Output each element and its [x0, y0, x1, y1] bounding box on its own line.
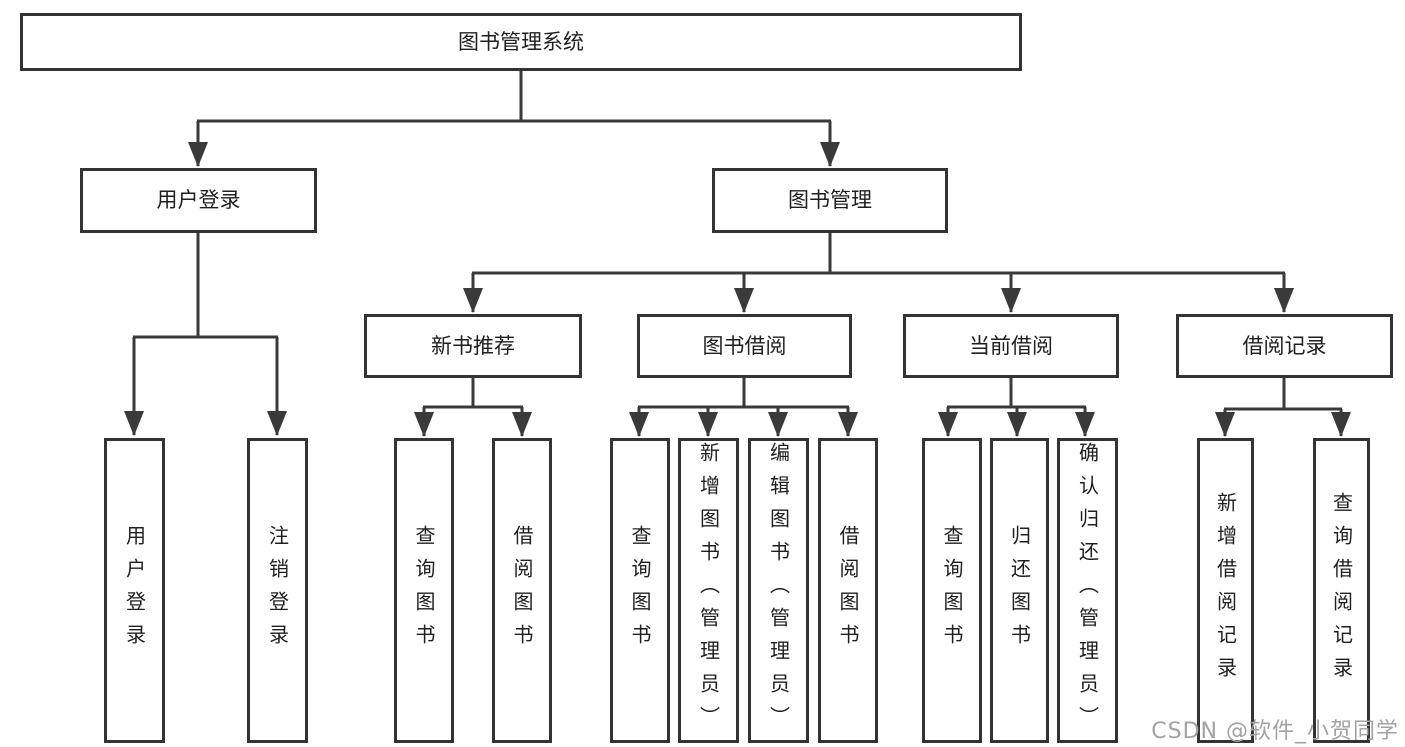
node-book-management-label: 图书管理	[788, 188, 872, 212]
leaf-recommend-query-books: 查询图书	[394, 438, 454, 743]
leaf-borrow-book: 借阅图书	[818, 438, 878, 743]
leaf-logout: 注销登录	[247, 438, 308, 743]
leaf-recommend-query-books-label: 查询图书	[412, 524, 436, 657]
leaf-logout-label: 注销登录	[265, 524, 290, 657]
node-book-management: 图书管理	[712, 168, 948, 233]
leaf-return-book: 归还图书	[990, 438, 1049, 743]
leaf-recommend-borrow-books-label: 借阅图书	[510, 524, 534, 657]
leaf-current-query-books-label: 查询图书	[940, 524, 964, 657]
leaf-user-login-label: 用户登录	[122, 524, 147, 657]
node-user-login-label: 用户登录	[156, 188, 241, 212]
leaf-confirm-return-admin-label: 确认归还（管理员）	[1075, 442, 1100, 739]
leaf-add-borrow-record: 新增借阅记录	[1197, 438, 1254, 743]
leaf-query-borrow-record-label: 查询借阅记录	[1329, 491, 1354, 690]
leaf-add-book-admin-label: 新增图书（管理员）	[696, 442, 721, 739]
leaf-user-login: 用户登录	[104, 438, 165, 743]
node-user-login: 用户登录	[80, 168, 317, 233]
leaf-edit-book-admin: 编辑图书（管理员）	[748, 438, 809, 743]
leaf-borrow-query-books: 查询图书	[610, 438, 670, 743]
leaf-edit-book-admin-label: 编辑图书（管理员）	[766, 442, 791, 739]
leaf-add-borrow-record-label: 新增借阅记录	[1213, 491, 1238, 690]
leaf-query-borrow-record: 查询借阅记录	[1313, 438, 1370, 743]
node-new-book-recommend: 新书推荐	[364, 314, 582, 378]
node-current-borrow: 当前借阅	[903, 314, 1119, 378]
csdn-watermark: CSDN @软件_小贺同学	[1151, 719, 1399, 744]
leaf-add-book-admin: 新增图书（管理员）	[678, 438, 739, 743]
leaf-return-book-label: 归还图书	[1007, 524, 1032, 657]
node-book-borrow-label: 图书借阅	[702, 333, 787, 358]
leaf-confirm-return-admin: 确认归还（管理员）	[1057, 438, 1118, 743]
node-library-system: 图书管理系统	[20, 13, 1022, 71]
node-borrow-records: 借阅记录	[1176, 314, 1393, 378]
node-current-borrow-label: 当前借阅	[969, 333, 1053, 358]
node-new-book-recommend-label: 新书推荐	[431, 333, 515, 358]
node-book-borrow: 图书借阅	[637, 314, 852, 378]
node-borrow-records-label: 借阅记录	[1242, 333, 1327, 358]
leaf-borrow-book-label: 借阅图书	[836, 524, 860, 657]
node-library-system-label: 图书管理系统	[458, 29, 584, 54]
leaf-recommend-borrow-books: 借阅图书	[492, 438, 552, 743]
leaf-borrow-query-books-label: 查询图书	[628, 524, 652, 657]
leaf-current-query-books: 查询图书	[922, 438, 982, 743]
